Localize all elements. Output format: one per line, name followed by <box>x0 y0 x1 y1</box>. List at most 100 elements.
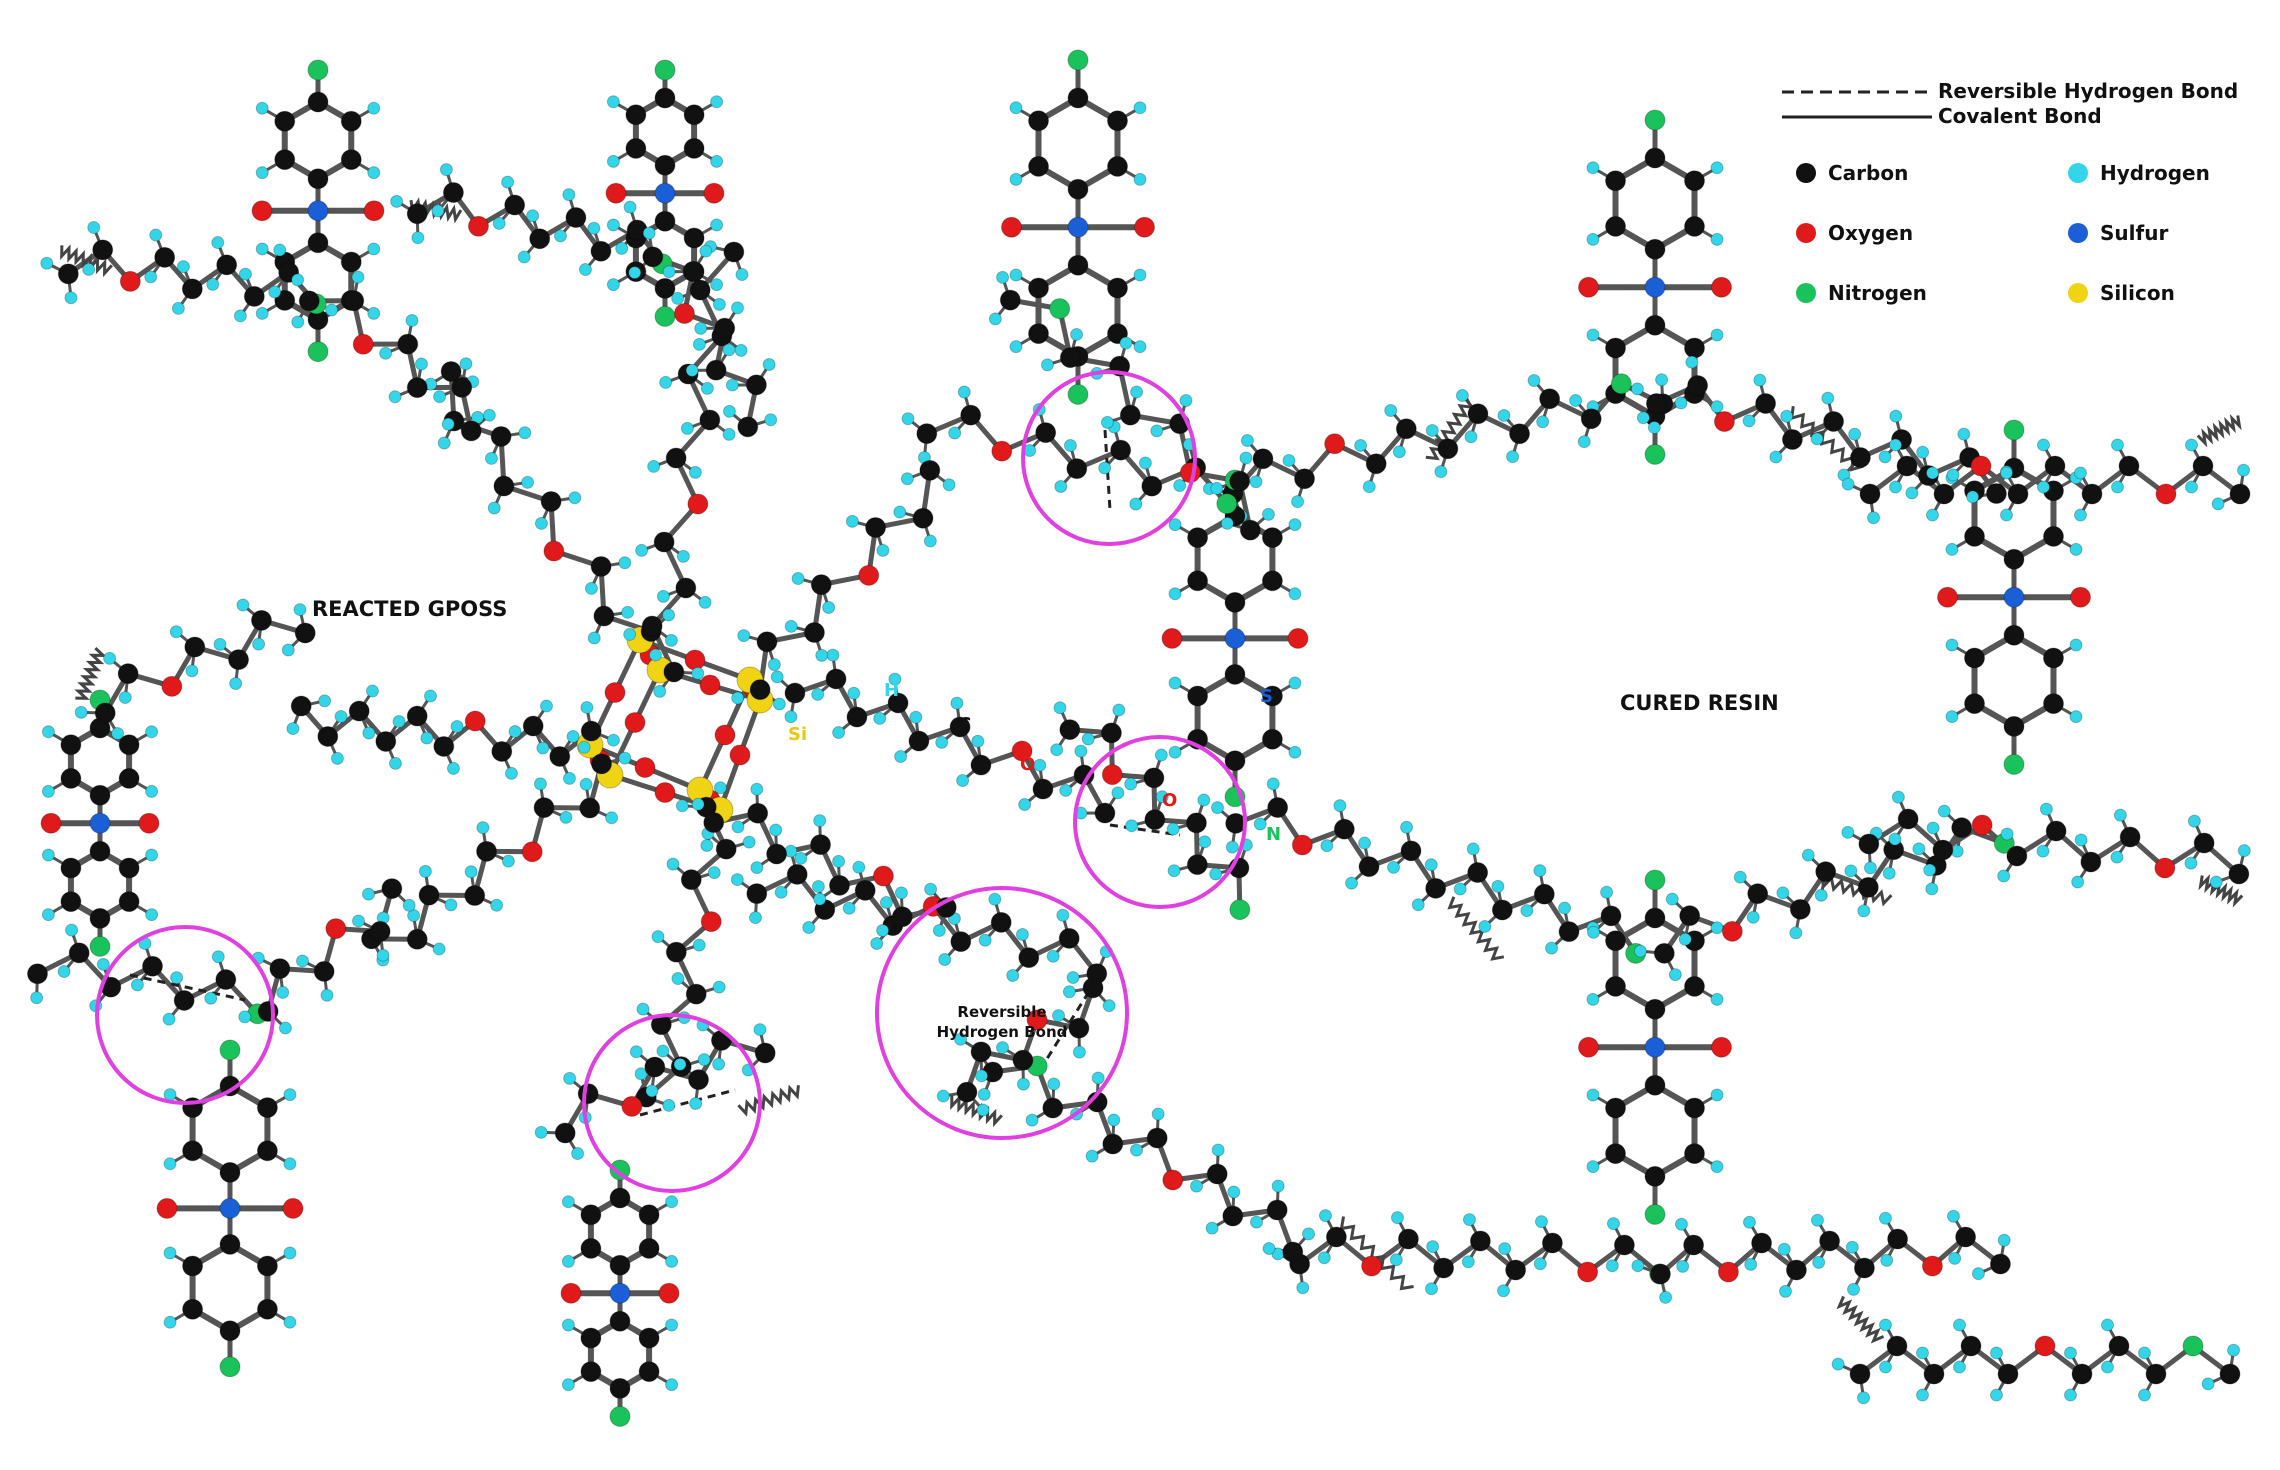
hydrogen-atom <box>1266 777 1280 791</box>
carbon-atom <box>274 149 296 171</box>
hydrogen-atom <box>65 923 79 937</box>
carbon-atom <box>2044 455 2066 477</box>
polymer-continuation <box>1836 1295 1885 1344</box>
hydrogen-atom <box>2039 802 2053 816</box>
hydrogen-atom <box>710 95 724 109</box>
hydrogen-bond-highlight-circle <box>582 1013 762 1193</box>
hydrogen-atom <box>942 478 956 492</box>
hydrogen-atom <box>1506 450 1520 464</box>
hydrogen-atom <box>1053 701 1067 715</box>
hydrogen-atom <box>1916 445 1930 459</box>
hydrogen-atom <box>1210 801 1224 815</box>
hydrogen-atom <box>1888 480 1902 494</box>
hydrogen-atom <box>1880 1253 1894 1267</box>
carbon-atom <box>1333 818 1355 840</box>
hydrogen-bond-highlight-circle <box>95 925 275 1105</box>
hydrogen-atom <box>1945 710 1959 724</box>
carbon-atom <box>1267 797 1289 819</box>
oxygen-atom <box>1578 1036 1599 1058</box>
hydrogen-atom <box>233 309 247 323</box>
hydrogen-atom <box>698 595 712 609</box>
carbon-atom <box>705 359 727 381</box>
hydrogen-atom <box>1558 901 1572 915</box>
carbon-atom <box>1605 930 1627 952</box>
hydrogen-atom <box>1354 438 1368 452</box>
hydrogen-atom <box>379 346 393 360</box>
hydrogen-atom <box>1424 858 1438 872</box>
hydrogen-atom <box>163 1246 177 1260</box>
hydrogen-atom <box>487 501 501 515</box>
carbon-atom <box>654 154 676 176</box>
hydrogen-atom <box>1098 461 1112 475</box>
carbon-atom <box>754 1042 776 1064</box>
hydrogen-atom <box>1710 1088 1724 1102</box>
oxygen-atom <box>2034 1335 2056 1357</box>
hydrogen-atom <box>2069 638 2083 652</box>
hydrogen-atom <box>879 895 893 909</box>
carbon-atom <box>294 622 316 644</box>
hydrogen-atom <box>1478 919 1492 933</box>
carbon-atom <box>1066 458 1088 480</box>
hydrogen-atom <box>873 711 887 725</box>
hydrogen-atom <box>762 358 776 372</box>
hydrogen-atom <box>1133 101 1147 115</box>
carbon-atom <box>1266 1199 1288 1221</box>
oxygen-atom <box>858 564 880 586</box>
hydrogen-atom <box>1966 490 1980 504</box>
hydrogen-atom <box>1133 268 1147 282</box>
carbon-atom <box>2080 851 2102 873</box>
carbon-atom <box>522 715 544 737</box>
hydrogen-atom <box>1461 1255 1475 1269</box>
hydrogen-atom <box>236 598 250 612</box>
atom-label-n: N <box>1266 824 1281 845</box>
oxygen-atom <box>2070 586 2091 608</box>
hydrogen-atom <box>111 727 125 741</box>
hydrogen-atom <box>665 1318 679 1332</box>
hydrogen-atom <box>770 670 784 684</box>
hydrogen-atom <box>671 972 685 986</box>
carbon-atom <box>1605 337 1627 359</box>
carbon-atom <box>654 87 676 109</box>
hydrogen-atom <box>1107 1113 1121 1127</box>
hydrogen-atom <box>662 265 676 279</box>
polymer-continuation <box>1425 396 1475 461</box>
carbon-atom <box>89 907 111 929</box>
carbon-atom <box>533 797 555 819</box>
hydrogen-atom <box>1926 821 1940 835</box>
hydrogen-atom <box>1952 1360 1966 1374</box>
hydrogen-bond <box>129 973 246 1002</box>
hydrogen-atom <box>894 886 908 900</box>
hydrogen-atom <box>1167 864 1181 878</box>
hydrogen-atom <box>1197 793 1211 807</box>
carbon-atom <box>1222 1205 1244 1227</box>
hydrogen-atom <box>870 936 884 950</box>
hydrogen-atom <box>1779 1284 1793 1298</box>
carbon-atom <box>1491 899 1513 921</box>
oxygen-atom <box>703 182 725 204</box>
hydrogen-atom <box>1317 1251 1331 1265</box>
carbon-atom <box>1644 238 1666 260</box>
hydrogen-atom <box>665 1378 679 1392</box>
hydrogen-atom <box>1190 1179 1204 1193</box>
hydrogen-atom <box>1636 411 1650 425</box>
hydrogen-atom <box>501 854 515 868</box>
carbon-atom <box>680 869 702 891</box>
carbon-atom <box>274 289 296 311</box>
hydrogen-atom <box>40 256 54 270</box>
hydrogen-atom <box>536 741 550 755</box>
hydrogen-atom <box>2227 1343 2241 1357</box>
hydrogen-atom <box>1426 1240 1440 1254</box>
carbon-atom <box>2193 832 2215 854</box>
carbon-atom <box>1644 1074 1666 1096</box>
hydrogen-atom <box>418 864 432 878</box>
hydrogen-atom <box>692 337 706 351</box>
carbon-atom <box>2003 548 2025 570</box>
hydrogen-atom <box>876 924 890 938</box>
carbon-atom <box>313 960 335 982</box>
hydrogen-atom <box>1586 1088 1600 1102</box>
hydrogen-atom <box>1997 1233 2011 1247</box>
carbon-atom <box>1600 905 1622 927</box>
hydrogen-atom <box>450 719 464 733</box>
hydrogen-atom <box>689 1096 703 1110</box>
hydrogen-atom <box>742 835 756 849</box>
